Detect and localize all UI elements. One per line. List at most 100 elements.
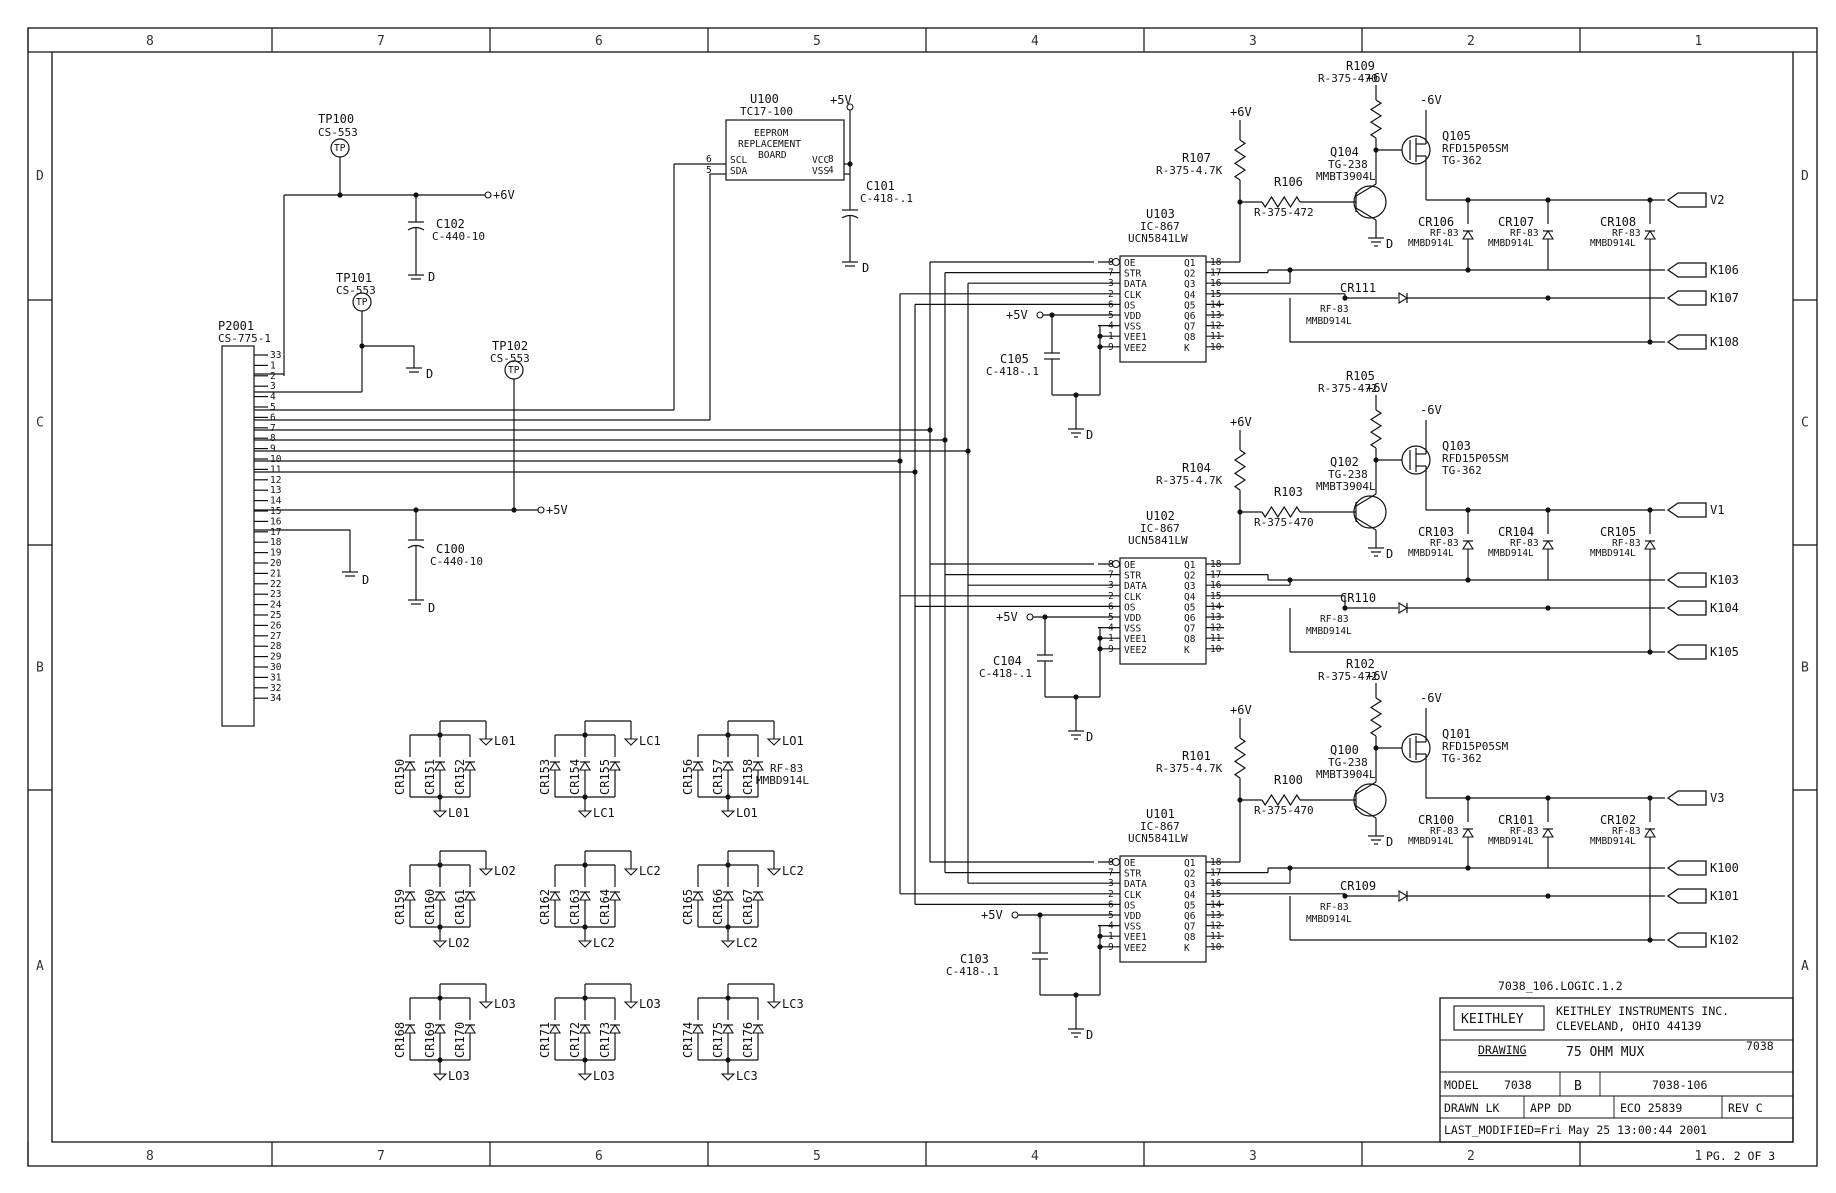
diode-body — [1542, 229, 1554, 240]
testpoint-tp100: TP100 CS-553 TP — [318, 112, 358, 195]
drawn-by: DRAWN LK — [1444, 1101, 1499, 1115]
net-arrow — [623, 868, 639, 876]
net-arrow — [623, 738, 639, 746]
diode-ref: CR107 — [1498, 215, 1534, 229]
c102-part: C-440-10 — [432, 230, 485, 243]
gnd-label: D — [1086, 428, 1093, 442]
driver-type: UCN5841LW — [1128, 534, 1188, 547]
driver-pin-name: Q7 — [1184, 322, 1195, 333]
pmos-fet — [1401, 445, 1431, 475]
u100-text: EEPROM — [754, 128, 789, 139]
diode-type: MMBD914L — [1306, 316, 1352, 327]
resistor-ref: R103 — [1274, 485, 1303, 499]
diode-part: RF-83 — [1510, 228, 1539, 239]
resistor-body — [1261, 195, 1301, 209]
connector-pin: 32 — [270, 683, 281, 694]
connector-pin: 16 — [270, 516, 282, 527]
driver-pin-name: VDD — [1124, 311, 1141, 322]
driver-u101: U101IC-867UCN5841LWOE8STR7DATA3CLK2OS6VD… — [900, 807, 1224, 1042]
driver-pin-name: STR — [1124, 571, 1141, 582]
diode-type: MMBD914L — [1590, 238, 1636, 249]
junction-dot — [1097, 646, 1103, 652]
clamp-diode-ref: CR154 — [568, 759, 582, 795]
zone-label: 5 — [813, 34, 821, 49]
npn-ref: Q102 — [1330, 455, 1359, 469]
driver-pin-name: Q2 — [1184, 869, 1195, 880]
resistor-body — [1233, 139, 1247, 181]
gnd-label: D — [428, 601, 435, 615]
drawing-title: 75 OHM MUX — [1566, 1045, 1644, 1060]
driver-pin-name: Q8 — [1184, 932, 1196, 943]
driver-pin-name: OS — [1124, 900, 1136, 911]
junction-dot — [1465, 577, 1471, 583]
driver-pin-name: Q5 — [1184, 900, 1195, 911]
u100-pinno: 4 — [828, 165, 834, 176]
npn-type: MMBT3904L — [1316, 768, 1376, 781]
diode-part: RF-83 — [1430, 826, 1459, 837]
resistor-value: R-375-472 — [1254, 206, 1314, 219]
p6v-label: +6V — [1366, 669, 1388, 683]
driver-pin-name: Q2 — [1184, 269, 1195, 280]
model-label: MODEL — [1444, 1078, 1479, 1092]
driver-pin-name: Q3 — [1184, 279, 1195, 290]
resistor-value: R-375-4.7K — [1156, 762, 1223, 775]
junction-dot — [1465, 267, 1471, 273]
driver-u103: U103IC-867UCN5841LWOE8STR7DATA3CLK2OS6VD… — [900, 207, 1224, 442]
connector-pin: 9 — [270, 444, 276, 455]
cap-part: C-418-.1 — [986, 365, 1039, 378]
clamp-diode-ref: CR173 — [598, 1022, 612, 1058]
diode-type: MMBD914L — [1408, 238, 1454, 249]
connector-pin: 30 — [270, 662, 282, 673]
output-v-flag-label: V3 — [1710, 791, 1724, 805]
k-flag — [1666, 600, 1707, 616]
diode-ref: CR110 — [1340, 591, 1376, 605]
driver-pin-name: OS — [1124, 300, 1136, 311]
driver-pin-name: Q4 — [1184, 592, 1196, 603]
diode-type: MMBD914L — [1488, 836, 1534, 847]
resistor-ref: R100 — [1274, 773, 1303, 787]
connector-pin: 5 — [270, 402, 276, 413]
zone-label: 6 — [595, 34, 603, 49]
driver-pin-name: Q5 — [1184, 300, 1195, 311]
resistor-body — [1369, 99, 1383, 139]
u100-pinno: 5 — [706, 165, 712, 176]
oe-bubble — [1112, 560, 1120, 568]
k-flag — [1666, 290, 1707, 306]
connector-pin: 27 — [270, 631, 281, 642]
eco-number: ECO 25839 — [1620, 1101, 1682, 1115]
file-name: 7038_106.LOGIC.1.2 — [1498, 979, 1623, 993]
clamp-part: RF-83 — [770, 762, 803, 775]
zone-label: D — [36, 169, 44, 184]
m6v-label: -6V — [1420, 691, 1442, 705]
clamp-diode-ref: CR152 — [453, 759, 467, 795]
output-v-flag — [1666, 192, 1707, 208]
diode-ref: CR105 — [1600, 525, 1636, 539]
diode-ref: CR106 — [1418, 215, 1454, 229]
junction-dot — [1097, 933, 1103, 939]
clamp-diode-ref: CR160 — [423, 889, 437, 925]
k-flag-label: K103 — [1710, 573, 1739, 587]
zone-label: 8 — [146, 1149, 154, 1164]
m6v-label: -6V — [1420, 93, 1442, 107]
driver-pin-name: Q8 — [1184, 332, 1196, 343]
resistor-body — [1369, 409, 1383, 449]
diode-type: MMBD914L — [1590, 548, 1636, 559]
output-v-flag — [1666, 790, 1707, 806]
diode-type: MMBD914L — [1590, 836, 1636, 847]
clamp-net: LO3 — [448, 1069, 470, 1083]
driver-type: UCN5841LW — [1128, 232, 1188, 245]
p6v-label-1: +6V — [493, 188, 515, 202]
driver-pin-name: VSS — [1124, 322, 1141, 333]
npn-transistor — [1353, 783, 1387, 817]
u100-pinno: 6 — [706, 154, 712, 165]
diode-body — [1398, 292, 1409, 304]
driver-pin-name: Q4 — [1184, 890, 1196, 901]
driver-pin-name: Q7 — [1184, 922, 1195, 933]
net-arrow — [478, 1001, 494, 1009]
page-number: PG. 2 OF 3 — [1706, 1149, 1775, 1163]
driver-pin-name: VDD — [1124, 911, 1141, 922]
connector-pin: 7 — [270, 423, 276, 434]
clamp-diode-ref: CR163 — [568, 889, 582, 925]
